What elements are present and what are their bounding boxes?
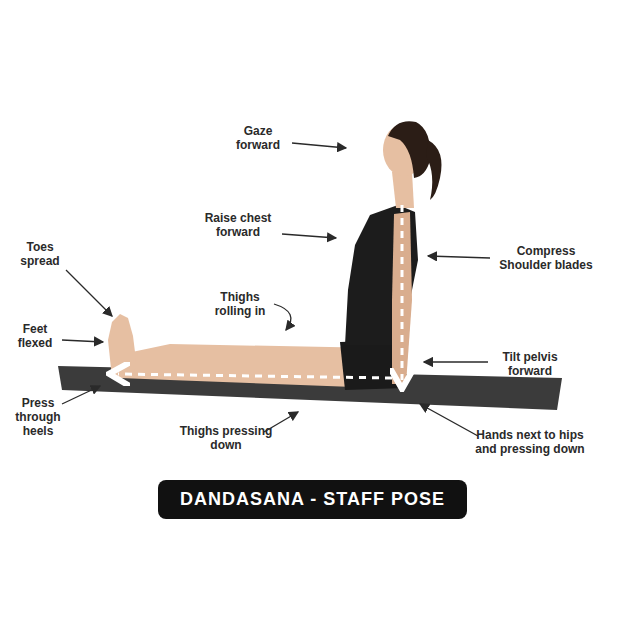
leader-lines (62, 143, 490, 436)
callout-label: Thighs pressing down (178, 424, 274, 452)
callout-label: Gaze forward (226, 124, 290, 152)
leg-line (118, 374, 392, 378)
callout-label: Press through heels (9, 396, 67, 438)
foot (108, 314, 136, 378)
callout-label: Toes spread (15, 240, 65, 268)
callout-label: Compress Shoulder blades (491, 244, 601, 272)
title-banner: DANDASANA - STAFF POSE (158, 480, 467, 519)
callout-label: Raise chest forward (196, 211, 280, 239)
spine-line (401, 205, 404, 380)
callout-label: Hands next to hips and pressing down (474, 428, 586, 456)
callout-label: Feet flexed (10, 322, 60, 350)
title-text: DANDASANA - STAFF POSE (180, 489, 445, 510)
ponytail (426, 140, 442, 200)
neck (392, 172, 414, 208)
hair (388, 121, 430, 178)
callout-label: Thighs rolling in (208, 290, 272, 318)
callout-label: Tilt pelvis forward (488, 350, 572, 378)
